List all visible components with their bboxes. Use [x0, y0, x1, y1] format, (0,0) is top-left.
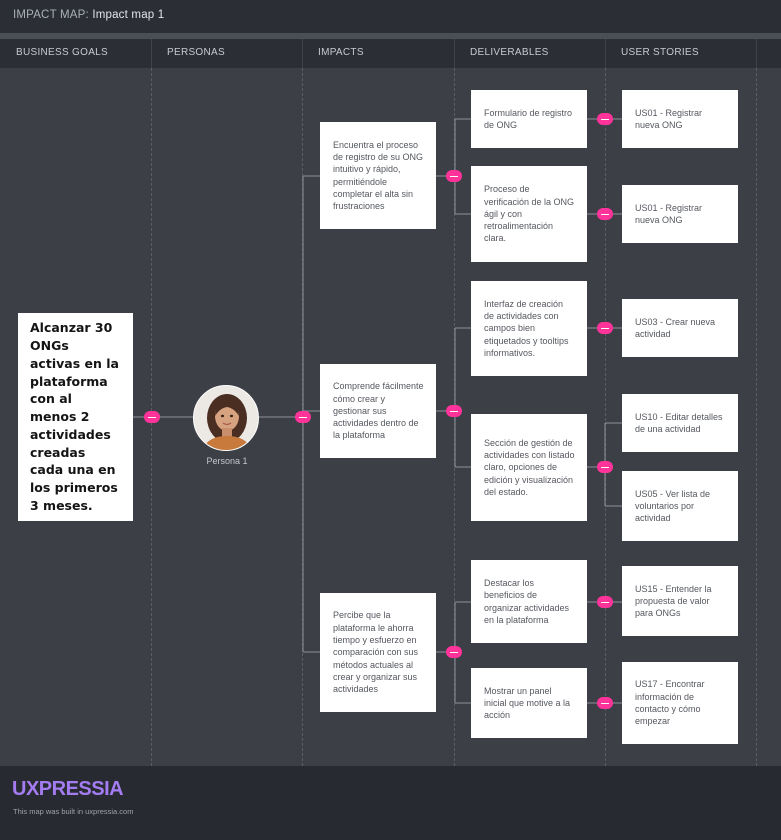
column-guide [756, 68, 757, 766]
persona-name: Persona 1 [206, 456, 248, 466]
column-header-business-goals: BUSINESS GOALS [16, 47, 109, 58]
user-story-card[interactable]: US10 - Editar detalles de una actividad [622, 394, 738, 452]
impact-card[interactable]: Encuentra el proceso de registro de su O… [320, 122, 436, 229]
collapse-connector[interactable] [597, 322, 613, 334]
user-story-card[interactable]: US01 - Registrar nueva ONG [622, 185, 738, 243]
column-header-personas: PERSONAS [167, 47, 225, 58]
column-header-deliverables: DELIVERABLES [470, 47, 549, 58]
collapse-connector[interactable] [446, 646, 462, 658]
column-header-impacts: IMPACTS [318, 47, 364, 58]
persona-photo-icon [194, 386, 258, 450]
persona-avatar[interactable] [193, 385, 259, 451]
column-separator [605, 39, 606, 68]
impact-card[interactable]: Comprende fácilmente cómo crear y gestio… [320, 364, 436, 458]
footer: UXPRESSIA This map was built in uxpressi… [0, 766, 781, 840]
built-with-text: This map was built in uxpressia.com [13, 807, 134, 816]
user-story-card[interactable]: US05 - Ver lista de voluntarios por acti… [622, 471, 738, 541]
title-divider [0, 33, 781, 39]
collapse-connector[interactable] [295, 411, 311, 423]
column-separator [151, 39, 152, 68]
user-story-card[interactable]: US01 - Registrar nueva ONG [622, 90, 738, 148]
deliverable-card[interactable]: Formulario de registro de ONG [471, 90, 587, 148]
uxpressia-logo[interactable]: UXPRESSIA [12, 778, 124, 800]
column-header-bar: BUSINESS GOALS PERSONAS IMPACTS DELIVERA… [0, 39, 781, 68]
map-title[interactable]: IMPACT MAP: Impact map 1 [13, 9, 164, 21]
map-title-name: Impact map 1 [92, 9, 165, 21]
user-story-card[interactable]: US03 - Crear nueva actividad [622, 299, 738, 357]
collapse-connector[interactable] [597, 697, 613, 709]
deliverable-card[interactable]: Proceso de verificación de la ONG ágil y… [471, 166, 587, 262]
collapse-connector[interactable] [597, 113, 613, 125]
map-title-prefix: IMPACT MAP: [13, 9, 89, 21]
impact-card[interactable]: Percibe que la plataforma le ahorra tiem… [320, 593, 436, 712]
deliverable-card[interactable]: Sección de gestión de actividades con li… [471, 414, 587, 521]
map-title-bar: IMPACT MAP: Impact map 1 [0, 0, 781, 33]
user-story-card[interactable]: US15 - Entender la propuesta de valor pa… [622, 566, 738, 636]
column-header-user-stories: USER STORIES [621, 47, 699, 58]
collapse-connector[interactable] [446, 170, 462, 182]
column-guide [605, 68, 606, 766]
collapse-connector[interactable] [597, 596, 613, 608]
collapse-connector[interactable] [597, 208, 613, 220]
collapse-connector[interactable] [446, 405, 462, 417]
deliverable-card[interactable]: Destacar los beneficios de organizar act… [471, 560, 587, 643]
collapse-connector[interactable] [144, 411, 160, 423]
column-separator [302, 39, 303, 68]
column-separator [756, 39, 757, 68]
column-separator [454, 39, 455, 68]
deliverable-card[interactable]: Interfaz de creación de actividades con … [471, 281, 587, 376]
business-goal-card[interactable]: Alcanzar 30 ONGs activas en la plataform… [18, 313, 133, 521]
user-story-card[interactable]: US17 - Encontrar información de contacto… [622, 662, 738, 744]
deliverable-card[interactable]: Mostrar un panel inicial que motive a la… [471, 668, 587, 738]
collapse-connector[interactable] [597, 461, 613, 473]
